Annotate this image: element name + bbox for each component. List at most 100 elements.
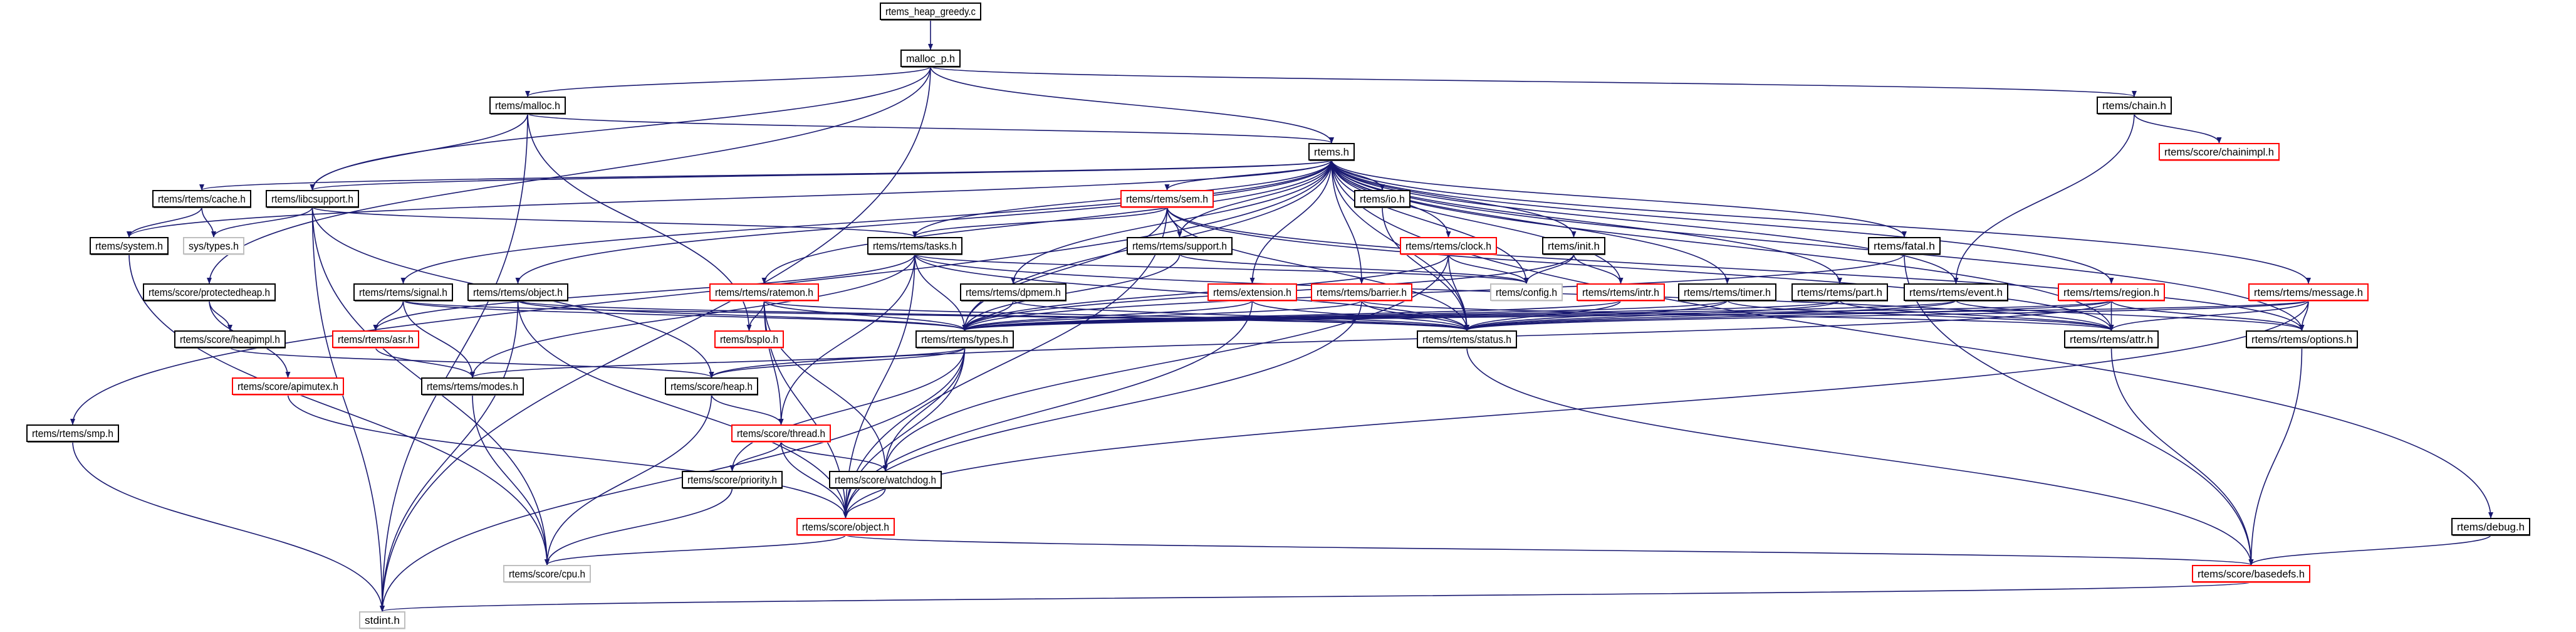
edge-debug-to-basedefs xyxy=(2248,534,2491,566)
node-malloc_p[interactable]: malloc_p.h xyxy=(900,50,961,68)
edge-region-to-types xyxy=(962,300,2112,331)
node-apimutex[interactable]: rtems/score/apimutex.h xyxy=(232,377,344,396)
node-rtems[interactable]: rtems.h xyxy=(1308,143,1355,161)
edge-libcsupport-to-systypes xyxy=(211,206,313,238)
node-libcsupport[interactable]: rtems/libcsupport.h xyxy=(266,190,359,208)
node-priority[interactable]: rtems/score/priority.h xyxy=(682,471,783,489)
node-box xyxy=(880,3,981,20)
edge-types-to-sobject xyxy=(843,347,966,519)
node-system[interactable]: rtems/system.h xyxy=(90,237,169,255)
node-label: rtems/io.h xyxy=(1360,193,1405,205)
node-io[interactable]: rtems/io.h xyxy=(1354,190,1411,208)
node-status[interactable]: rtems/rtems/status.h xyxy=(1417,330,1517,349)
node-dpmem[interactable]: rtems/rtems/dpmem.h xyxy=(960,283,1066,302)
node-label: rtems/rtems/support.h xyxy=(1132,240,1227,252)
node-box xyxy=(731,424,831,442)
node-box xyxy=(2058,283,2165,301)
node-modes[interactable]: rtems/rtems/modes.h xyxy=(421,377,524,396)
node-robject[interactable]: rtems/rtems/object.h xyxy=(467,283,568,302)
edge-rtems-to-region xyxy=(1331,159,2114,284)
node-protectedheap[interactable]: rtems/score/protectedheap.h xyxy=(143,283,276,302)
node-root[interactable]: rtems_heap_greedy.c xyxy=(880,3,981,21)
node-label: rtems/config.h xyxy=(1496,287,1557,298)
edge-tasks-to-thread xyxy=(778,253,915,425)
node-box xyxy=(1577,283,1665,301)
node-asr[interactable]: rtems/rtems/asr.h xyxy=(332,330,419,349)
node-sem[interactable]: rtems/rtems/sem.h xyxy=(1120,190,1214,208)
node-fatal[interactable]: rtems/fatal.h xyxy=(1868,237,1941,255)
node-attr[interactable]: rtems/rtems/attr.h xyxy=(2064,330,2159,349)
edge-types-to-heap xyxy=(709,347,966,378)
node-label: rtems/rtems/event.h xyxy=(1909,287,2003,298)
node-box xyxy=(1354,190,1411,208)
node-smp[interactable]: rtems/rtems/smp.h xyxy=(26,424,119,443)
node-debug[interactable]: rtems/debug.h xyxy=(2451,518,2530,536)
node-box xyxy=(1311,283,1412,301)
edge-libcsupport-to-tasks xyxy=(311,206,917,238)
node-box xyxy=(1400,237,1497,255)
node-init[interactable]: rtems/init.h xyxy=(1542,237,1605,255)
node-box xyxy=(353,283,453,301)
node-box xyxy=(26,424,119,442)
node-tasks[interactable]: rtems/rtems/tasks.h xyxy=(867,237,962,255)
node-clock[interactable]: rtems/rtems/clock.h xyxy=(1400,237,1497,255)
node-timer[interactable]: rtems/rtems/timer.h xyxy=(1678,283,1776,302)
edge-signal-to-types xyxy=(402,300,967,331)
node-chainimpl[interactable]: rtems/score/chainimpl.h xyxy=(2159,143,2280,161)
node-label: rtems/rtems/region.h xyxy=(2063,287,2159,298)
node-label: rtems/rtems/tasks.h xyxy=(873,240,957,252)
edge-types-to-modes xyxy=(470,347,966,378)
edge-options-to-basedefs xyxy=(2248,347,2303,566)
node-chain[interactable]: rtems/chain.h xyxy=(2097,97,2172,115)
node-box xyxy=(152,190,251,208)
edge-libcsupport-to-stdint xyxy=(311,206,385,612)
node-box xyxy=(90,237,169,255)
edge-malloc_p-to-libcsupport xyxy=(310,66,931,191)
edge-malloc-to-libcsupport xyxy=(310,113,528,191)
edge-fatal-to-basedefs xyxy=(1904,253,2254,566)
edge-init-to-config xyxy=(1524,253,1575,284)
node-cache[interactable]: rtems/rtems/cache.h xyxy=(152,190,251,208)
edge-event-to-status xyxy=(1464,300,1957,331)
node-box xyxy=(2064,330,2159,348)
node-sobject[interactable]: rtems/score/object.h xyxy=(796,518,895,536)
node-label: rtems/rtems/barrier.h xyxy=(1317,287,1407,298)
node-message[interactable]: rtems/rtems/message.h xyxy=(2248,283,2369,302)
node-label: rtems/rtems/message.h xyxy=(2254,287,2363,298)
node-signal[interactable]: rtems/rtems/signal.h xyxy=(353,283,453,302)
edge-rtems-to-config xyxy=(1331,159,1529,284)
node-box xyxy=(900,50,961,67)
node-malloc[interactable]: rtems/malloc.h xyxy=(489,97,566,115)
node-part[interactable]: rtems/rtems/part.h xyxy=(1791,283,1888,302)
node-intr[interactable]: rtems/rtems/intr.h xyxy=(1577,283,1665,302)
node-bspio[interactable]: rtems/bspIo.h xyxy=(714,330,784,349)
edge-rtems-to-intr xyxy=(1331,159,1624,284)
edge-clock-to-config xyxy=(1447,253,1529,284)
node-box xyxy=(1207,283,1297,301)
node-event[interactable]: rtems/rtems/event.h xyxy=(1904,283,2008,302)
node-support[interactable]: rtems/rtems/support.h xyxy=(1127,237,1233,255)
node-watchdog[interactable]: rtems/score/watchdog.h xyxy=(829,471,942,489)
node-extension[interactable]: rtems/extension.h xyxy=(1207,283,1297,302)
node-label: rtems/rtems/sem.h xyxy=(1126,193,1208,205)
edge-rtems-to-fatal xyxy=(1331,159,1907,238)
node-label: rtems/rtems/asr.h xyxy=(338,334,414,345)
edge-sem-to-sobject xyxy=(843,206,1168,519)
node-types[interactable]: rtems/rtems/types.h xyxy=(915,330,1014,349)
node-thread[interactable]: rtems/score/thread.h xyxy=(731,424,831,443)
edge-tasks-to-asr xyxy=(373,253,915,331)
node-heap[interactable]: rtems/score/heap.h xyxy=(665,377,758,396)
node-barrier[interactable]: rtems/rtems/barrier.h xyxy=(1311,283,1412,302)
node-region[interactable]: rtems/rtems/region.h xyxy=(2058,283,2165,302)
node-options[interactable]: rtems/rtems/options.h xyxy=(2246,330,2358,349)
edge-malloc_p-to-rtems xyxy=(930,66,1334,144)
node-heapimpl[interactable]: rtems/score/heapimpl.h xyxy=(174,330,286,349)
edge-types-to-stdint xyxy=(380,347,966,612)
node-basedefs[interactable]: rtems/score/basedefs.h xyxy=(2192,565,2310,583)
node-box xyxy=(359,611,405,629)
node-label: rtems/rtems/clock.h xyxy=(1405,240,1491,252)
node-ratemon[interactable]: rtems/rtems/ratemon.h xyxy=(709,283,819,302)
node-box xyxy=(183,237,244,255)
node-label: rtems/rtems/timer.h xyxy=(1684,287,1771,298)
edge-sobject-to-basedefs xyxy=(845,534,2253,566)
